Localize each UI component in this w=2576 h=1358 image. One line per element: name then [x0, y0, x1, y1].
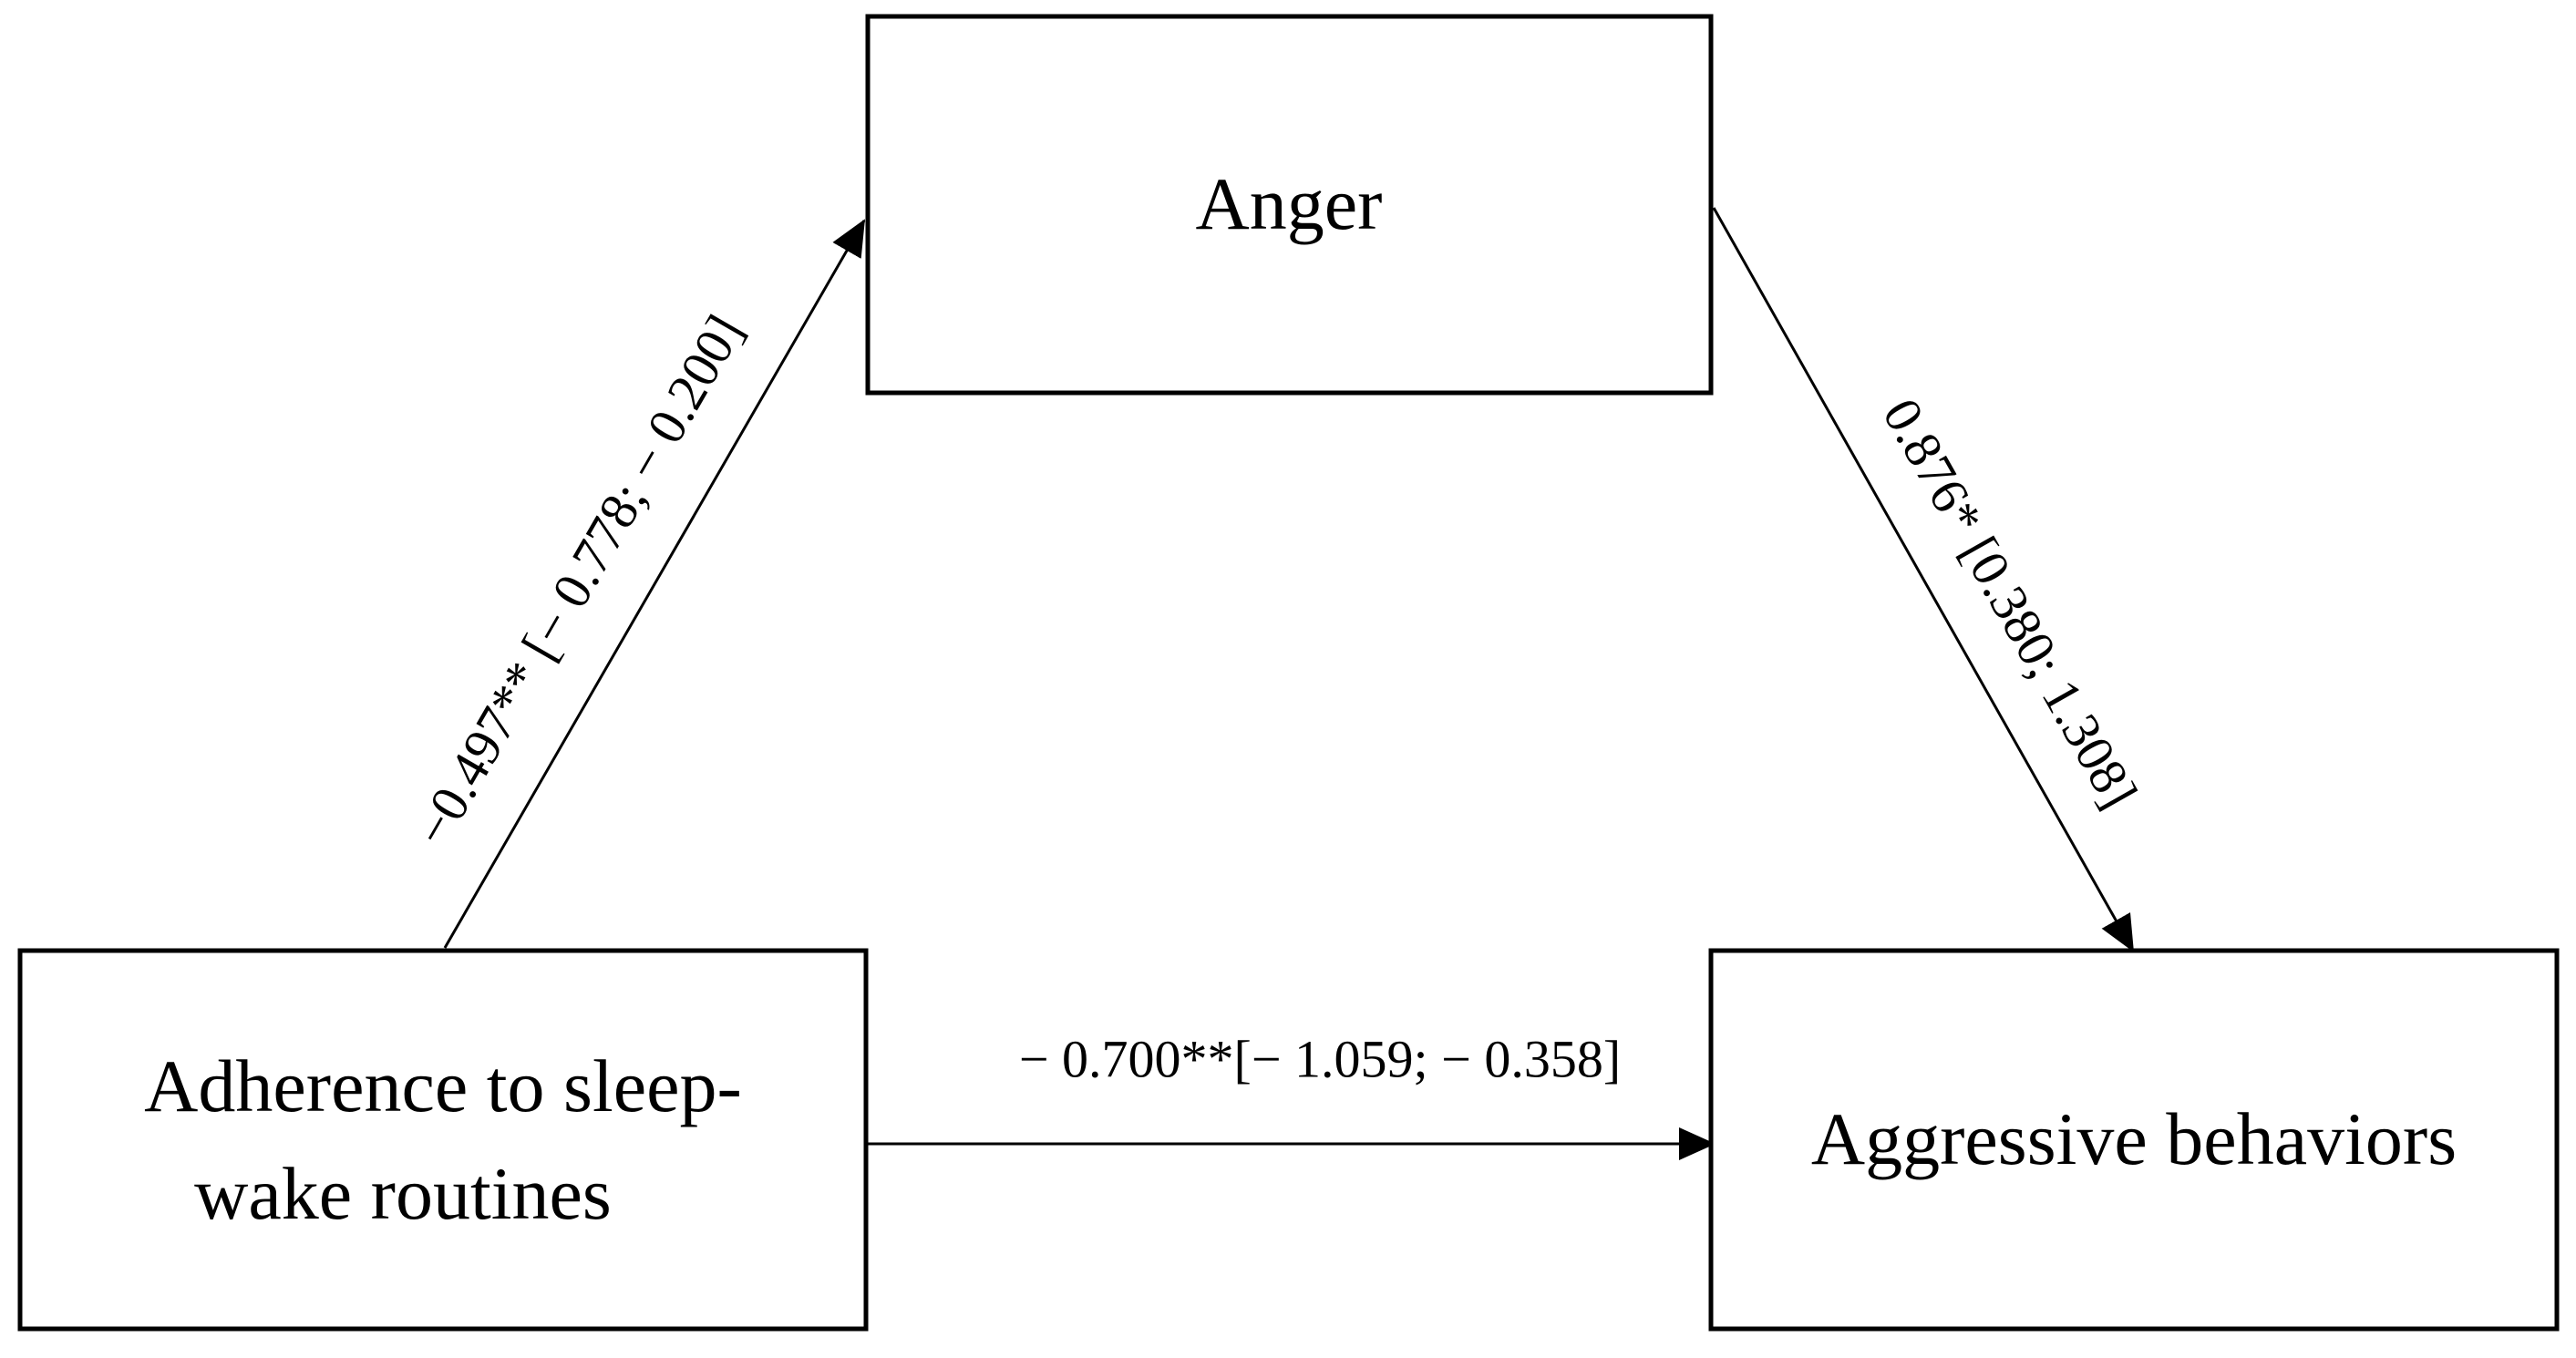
predictor-label-line1: Adherence to sleep- — [144, 1044, 742, 1127]
mediator-node: Anger — [865, 14, 1714, 396]
path-a-label: −0.497** [− 0.778; − 0.200] — [402, 305, 754, 856]
path-c-label: − 0.700**[− 1.059; − 0.358] — [1019, 1029, 1621, 1088]
path-a-arrow — [443, 219, 866, 949]
mediator-label: Anger — [1196, 162, 1383, 245]
path-b-arrow — [1712, 207, 2135, 952]
outcome-label: Aggressive behaviors — [1811, 1097, 2457, 1180]
predictor-node: Adherence to sleep- wake routines — [17, 948, 869, 1332]
predictor-label-line2: wake routines — [194, 1152, 612, 1235]
path-b-label: 0.876* [0.380; 1.308] — [1871, 389, 2149, 818]
outcome-node: Aggressive behaviors — [1708, 948, 2560, 1332]
